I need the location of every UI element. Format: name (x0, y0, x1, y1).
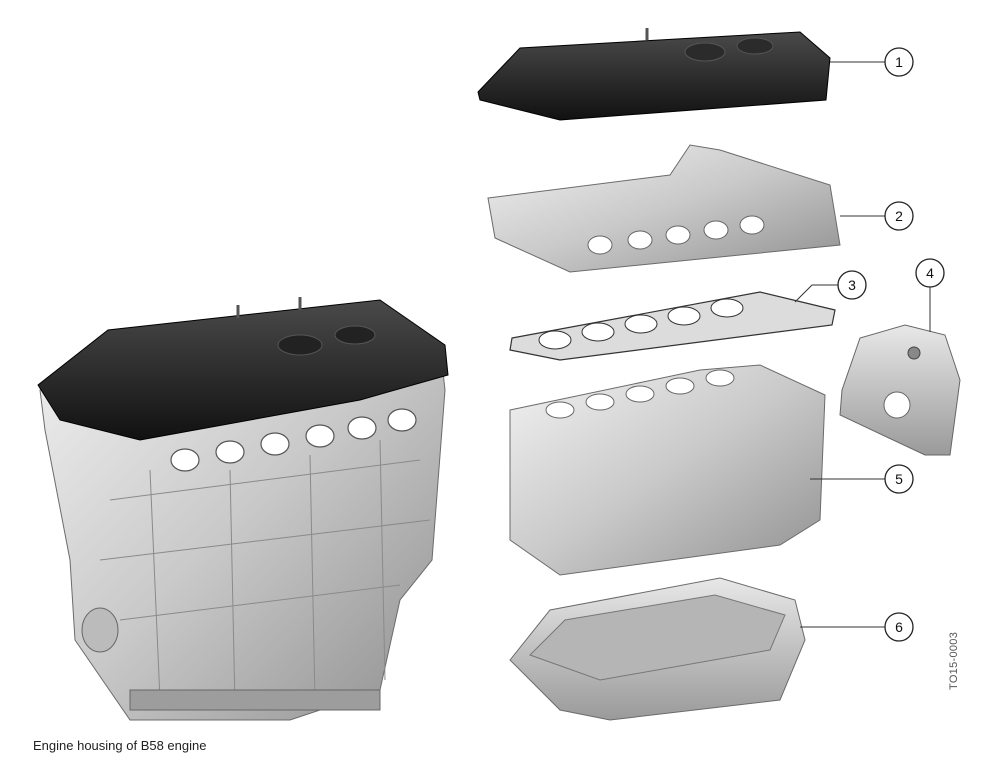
callout-6: 6 (800, 612, 914, 642)
callout-3: 3 (794, 270, 867, 303)
figure-code: TO15-0003 (948, 631, 960, 690)
callout-2-label: 2 (895, 208, 903, 224)
assembled-engine (37, 297, 449, 721)
part-crankcase (509, 364, 826, 576)
part-cylinder-head-gasket (509, 291, 836, 361)
callout-3-label: 3 (848, 277, 856, 293)
callout-1-label: 1 (895, 54, 903, 70)
figure-caption: Engine housing of B58 engine (33, 738, 207, 753)
part-cylinder-head (487, 144, 841, 273)
callout-2: 2 (840, 201, 914, 231)
part-timing-case-cover (839, 324, 961, 456)
callout-1: 1 (830, 47, 914, 77)
part-cylinder-head-cover (477, 28, 831, 121)
part-oil-sump (509, 577, 806, 721)
callout-4-label: 4 (926, 265, 934, 281)
callout-4: 4 (915, 258, 945, 332)
callout-6-label: 6 (895, 619, 903, 635)
callout-5-label: 5 (895, 471, 903, 487)
callout-5: 5 (810, 464, 914, 494)
